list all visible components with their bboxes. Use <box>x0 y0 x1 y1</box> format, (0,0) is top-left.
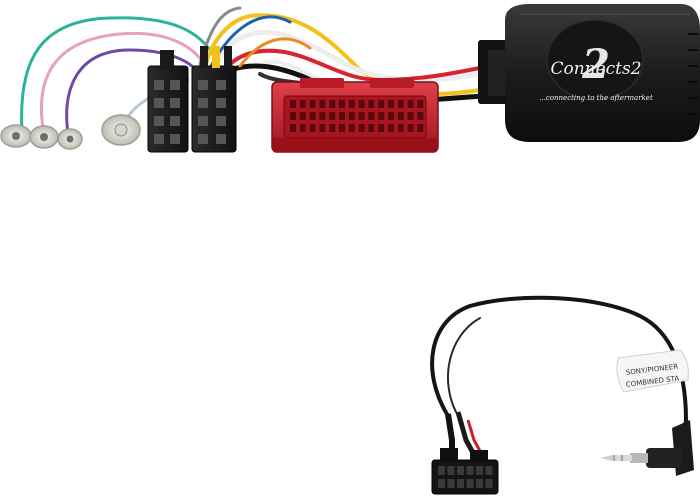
connector-pin <box>329 100 336 108</box>
connector-pin <box>466 466 474 475</box>
connector-pin <box>397 124 404 132</box>
connector-pin <box>447 466 455 475</box>
connector-pin <box>438 479 445 488</box>
wire-blue <box>208 15 292 70</box>
iso-connector-right <box>191 46 237 153</box>
connector-pin <box>457 466 464 475</box>
connector-pin <box>368 112 375 120</box>
connector-pin <box>407 112 414 120</box>
connector-pin <box>358 112 365 120</box>
wire-pink <box>39 31 207 136</box>
connector-pin <box>417 124 424 132</box>
connector-pin <box>299 100 306 108</box>
connector-pin <box>378 112 385 120</box>
connector-pin <box>348 100 355 108</box>
connector-pin <box>348 112 355 120</box>
connector-pin <box>329 112 336 120</box>
connector-pin <box>339 124 345 132</box>
connector-pin <box>329 124 336 132</box>
connector-pin <box>388 124 394 132</box>
connector-pin <box>309 112 316 120</box>
connector-pin <box>309 100 316 108</box>
jack-plug <box>600 420 694 476</box>
connector-pin <box>348 124 355 132</box>
connector-pin <box>476 466 483 475</box>
wire-green <box>20 16 217 134</box>
connector-pin <box>319 124 326 132</box>
connector-pin <box>290 112 296 120</box>
connector-pin <box>290 100 296 108</box>
wire-white <box>212 30 493 83</box>
terminal-2 <box>29 125 59 149</box>
interface-box: Connects2 2 ...connecting to the afterma… <box>478 4 700 142</box>
connector-pin <box>339 100 345 108</box>
connector-pin <box>485 466 493 475</box>
cable-tag: SONY/PIONEER COMBINED STA <box>616 349 689 393</box>
connector-pin <box>319 100 326 108</box>
connector-pin <box>378 100 385 108</box>
connector-pin <box>290 124 296 132</box>
connector-pin <box>388 112 394 120</box>
connector-pin <box>417 100 424 108</box>
wire-white-2 <box>263 59 322 82</box>
connector-pin <box>417 112 424 120</box>
iso-connector-left <box>147 50 189 153</box>
connector-pin <box>466 479 474 488</box>
wire-red <box>223 48 492 83</box>
terminal-3 <box>57 128 83 150</box>
red-vehicle-connector <box>271 78 439 153</box>
connector-pin <box>358 100 365 108</box>
wire-purple <box>65 48 200 136</box>
connector-pin <box>447 479 455 488</box>
connector-pin <box>299 124 306 132</box>
connector-pin <box>457 479 464 488</box>
connector-pin <box>407 124 414 132</box>
connector-pin <box>397 100 404 108</box>
connector-pin <box>358 124 365 132</box>
brand-logo: Connects2 <box>550 59 641 79</box>
connector-pin <box>485 479 493 488</box>
connector-pin <box>368 124 375 132</box>
steering-harness <box>431 411 499 495</box>
connector-pin <box>407 100 414 108</box>
terminal-4 <box>101 114 141 146</box>
connector-pin <box>319 112 326 120</box>
connector-pin <box>299 112 306 120</box>
wire-orange <box>238 37 312 68</box>
logo-number: 2 <box>581 41 610 88</box>
terminal-1 <box>0 124 32 148</box>
wire-terminals <box>0 114 141 150</box>
connector-pin <box>378 124 385 132</box>
connector-pin <box>476 479 483 488</box>
connector-pin <box>339 112 345 120</box>
connector-pin <box>438 466 445 475</box>
connector-pin <box>368 100 375 108</box>
tagline: ...connecting to the aftermarket <box>539 94 653 102</box>
connector-pin <box>397 112 404 120</box>
connector-pin <box>388 100 394 108</box>
connector-pin <box>309 124 316 132</box>
